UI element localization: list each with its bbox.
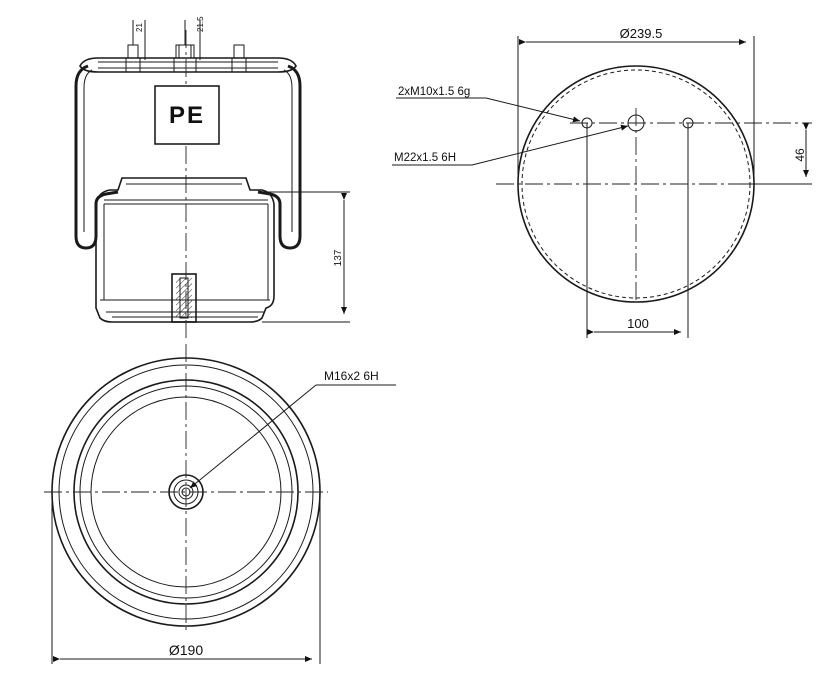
thread-callout: M16x2 6H: [324, 369, 379, 383]
dim-21: 21: [135, 23, 144, 32]
top-plate: [79, 57, 297, 73]
piston-boss: [171, 273, 197, 323]
height-dim-label: 137: [333, 249, 344, 266]
side-view: 21 21.5 137: [74, 16, 350, 340]
pe-logo: PE: [154, 85, 220, 145]
top-diameter-label: Ø239.5: [620, 26, 663, 41]
top-view: Ø239.5 2xM10x1.5 6g M22x1.5 6H 46 100: [392, 26, 812, 338]
bolt-callout: 2xM10x1.5 6g: [398, 86, 470, 98]
piston: [95, 177, 275, 323]
stud-left: [127, 44, 139, 59]
center-thread-callout: M22x1.5 6H: [394, 152, 456, 164]
bottom-diameter-label: Ø190: [169, 642, 203, 658]
bottom-view: M16x2 6H Ø190: [44, 344, 396, 664]
logo-text: PE: [169, 102, 205, 129]
stud-right: [233, 44, 245, 59]
offset-dim-label: 46: [793, 148, 807, 162]
spacing-dim-label: 100: [627, 316, 649, 331]
dim-21-5: 21.5: [196, 16, 205, 32]
